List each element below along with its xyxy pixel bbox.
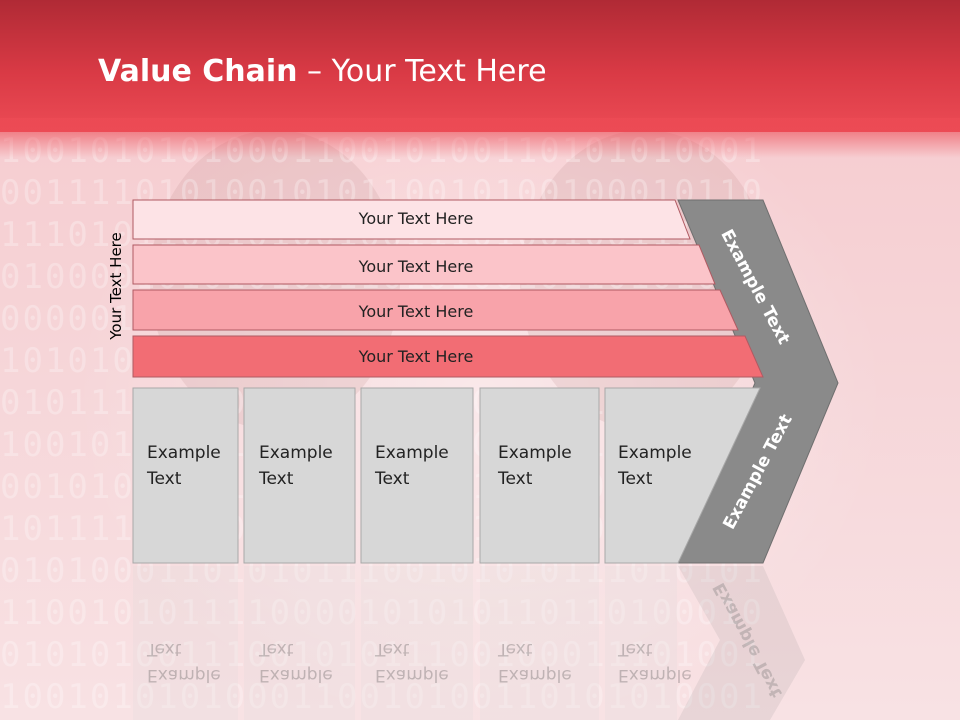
slide-title: Value Chain – Your Text Here: [98, 54, 547, 89]
card-5-line1: Example: [618, 443, 692, 463]
card-2-reflection: [244, 566, 355, 720]
card-3-line1: Example: [375, 443, 449, 463]
card-4-line2: Text: [498, 469, 533, 489]
card-1-refl-line1: Example: [147, 665, 221, 685]
card-2-refl-line2: Text: [259, 639, 294, 659]
card-5-refl-line2: Text: [618, 639, 653, 659]
strip-1-label[interactable]: Your Text Here: [358, 209, 474, 228]
card-5-text-reflection: Example Text: [618, 636, 692, 688]
strip-2-shape: [132, 244, 716, 285]
card-1-line1: Example: [147, 443, 221, 463]
card-2-line2: Text: [259, 469, 294, 489]
card-3-refl-line2: Text: [375, 639, 410, 659]
title-bar: [0, 0, 960, 132]
card-3-refl-line1: Example: [375, 665, 449, 685]
title-bold: Value Chain: [98, 54, 298, 89]
card-5-refl-line1: Example: [618, 665, 692, 685]
card-1-text-reflection: Example Text: [147, 636, 221, 688]
side-label: Your Text Here: [107, 232, 125, 340]
card-2-shape: [243, 387, 356, 564]
card-5-reflection: [605, 566, 677, 720]
card-3-line2: Text: [375, 469, 410, 489]
card-2-line1: Example: [259, 443, 333, 463]
strip-3-shape: [132, 289, 739, 331]
chevron-reflection: [678, 566, 805, 720]
card-4-text-reflection: Example Text: [498, 636, 572, 688]
strip-4-shape: [132, 335, 764, 378]
title-rest: – Your Text Here: [297, 54, 547, 89]
card-3-shape: [360, 387, 474, 564]
card-4-line1: Example: [498, 443, 572, 463]
card-4-reflection: [480, 566, 599, 720]
card-4-refl-line2: Text: [498, 639, 533, 659]
title-bar-fade: [0, 118, 960, 158]
card-1-shape: [132, 387, 239, 564]
card-4-shape: [479, 387, 600, 564]
strip-3-label[interactable]: Your Text Here: [358, 302, 474, 321]
card-3-text-reflection: Example Text: [375, 636, 449, 688]
card-5-shape: [604, 387, 761, 564]
card-5-line2: Text: [618, 469, 653, 489]
card-4-refl-line1: Example: [498, 665, 572, 685]
strip-2-label[interactable]: Your Text Here: [358, 257, 474, 276]
card-1-reflection: [133, 566, 238, 720]
card-1-refl-line2: Text: [147, 639, 182, 659]
strip-1-shape: [132, 199, 691, 240]
card-2-text-reflection: Example Text: [259, 636, 333, 688]
card-3-reflection: [361, 566, 473, 720]
card-1-line2: Text: [147, 469, 182, 489]
card-2-refl-line1: Example: [259, 665, 333, 685]
strip-4-label[interactable]: Your Text Here: [358, 347, 474, 366]
